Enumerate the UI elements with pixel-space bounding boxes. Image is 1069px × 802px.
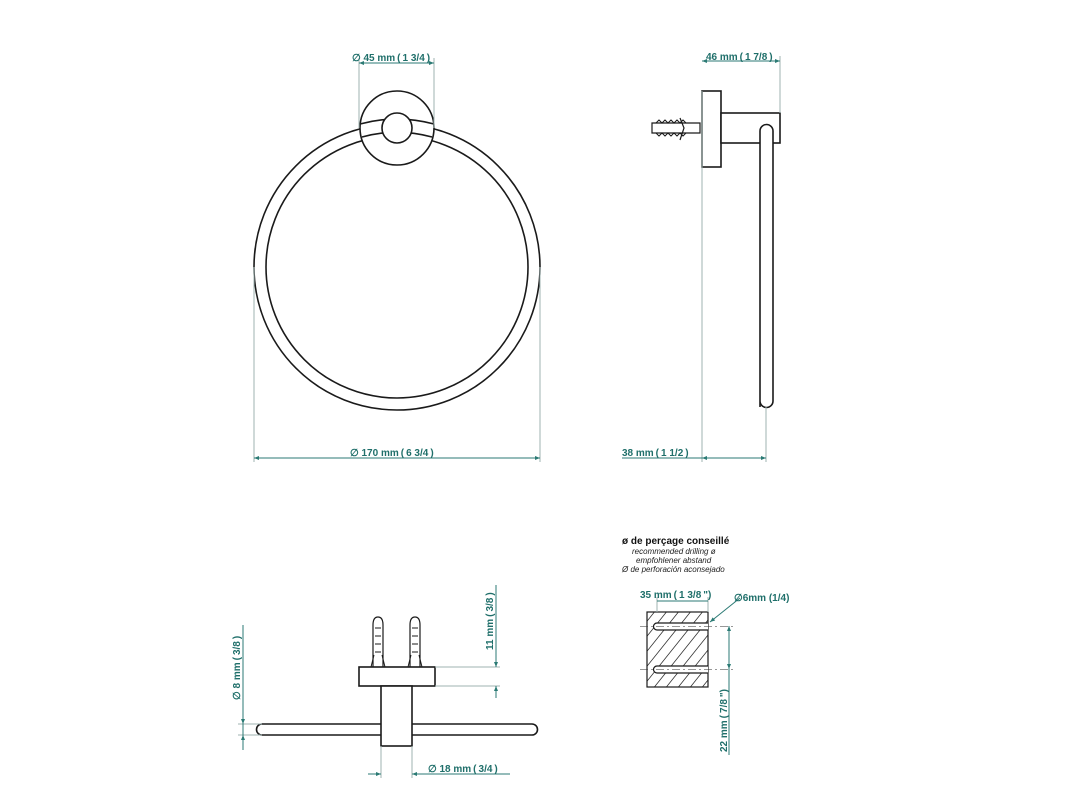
ring-outer xyxy=(253,123,541,411)
wall-block xyxy=(646,611,709,688)
front-view: ∅ 45 mm ( 1 3/4 ) ∅ 170 mm ( 6 3/4 ) xyxy=(253,53,541,462)
base-plate xyxy=(701,90,722,168)
drilling-note-es: Ø de perforación aconsejado xyxy=(621,565,725,574)
dim-hole-spacing: 35 mm ( 1 3/8 ") xyxy=(640,590,711,601)
dim-depth: 46 mm ( 1 7/8 ) xyxy=(706,52,773,63)
drill-hole-bottom xyxy=(652,665,708,674)
bottom-view: ∅ 8 mm ( 3/8 ) 11 mm ( 3/8 ) ∅ 18 mm ( 3… xyxy=(232,585,539,778)
dim-ring-offset: 38 mm ( 1 1/2 ) xyxy=(622,448,689,459)
drilling-note-title: ø de perçage conseillé xyxy=(622,536,730,547)
side-view: 46 mm ( 1 7/8 ) 38 mm ( 1 1/2 ) xyxy=(622,52,781,462)
dim-post-diameter: ∅ 18 mm ( 3/4 ) xyxy=(428,764,498,775)
plate-bottom xyxy=(358,666,436,687)
dim-edge-distance: 22 mm ( 7/8 ") xyxy=(719,689,730,752)
dim-plate-thickness: 11 mm ( 3/8 ) xyxy=(485,592,496,650)
ring-inner xyxy=(265,135,529,399)
post xyxy=(380,685,413,747)
drill-hole-top xyxy=(652,622,708,631)
wall-anchor xyxy=(651,117,701,141)
dim-mount-diameter: ∅ 45 mm ( 1 3/4 ) xyxy=(352,53,430,64)
anchor-left xyxy=(370,616,386,668)
dim-rod-diameter: ∅ 8 mm ( 3/8 ) xyxy=(232,636,243,700)
drilling-template: ø de perçage conseillé recommended drill… xyxy=(621,536,789,755)
ring-side xyxy=(759,123,774,409)
dim-hole-diameter: ∅6mm (1/4) xyxy=(734,593,789,604)
drilling-note-de: empfohlener abstand xyxy=(636,556,712,565)
drilling-note-en: recommended drilling ø xyxy=(632,547,716,556)
anchor-right xyxy=(407,616,423,668)
mount-post xyxy=(381,112,413,144)
dim-ring-diameter: ∅ 170 mm ( 6 3/4 ) xyxy=(350,448,434,459)
